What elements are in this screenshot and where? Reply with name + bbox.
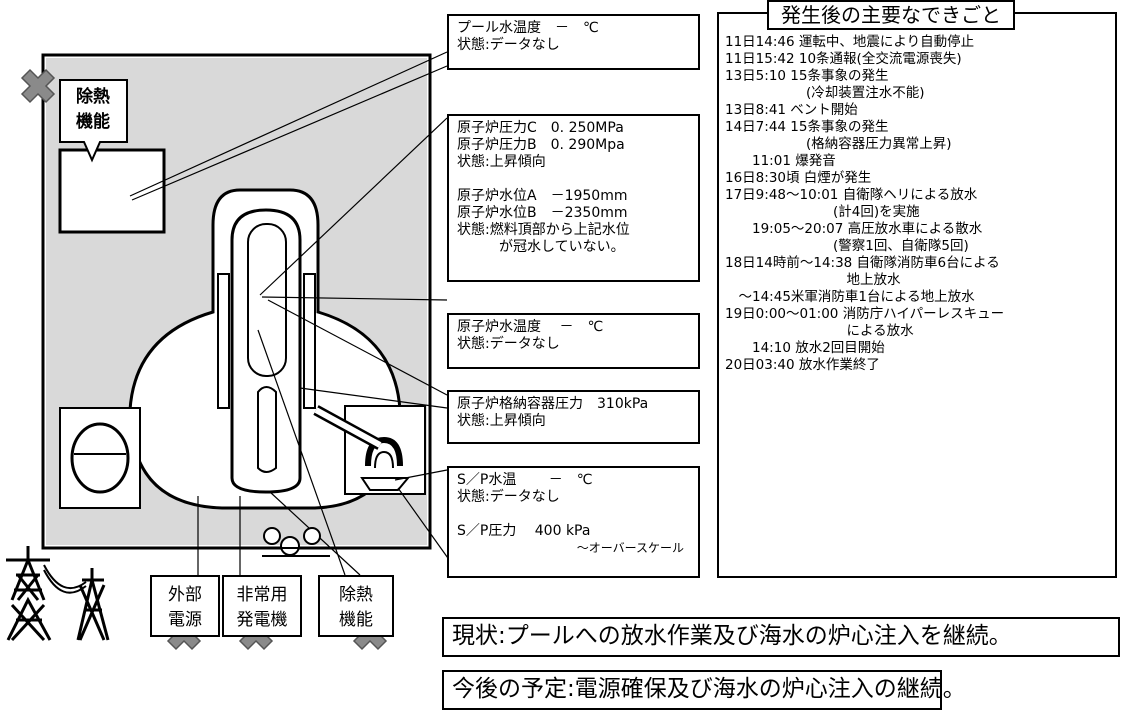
readout-line: S／P水温 － ℃ xyxy=(457,472,593,488)
heat-removal-label-top: 除熱 機能 xyxy=(76,87,110,132)
suppression-pool-readout: S／P水温 － ℃ 状態:データなし S／P圧力 400 kPa ～オーバースケ… xyxy=(447,466,700,578)
readout-line: 原子炉圧力B 0. 290Mpa xyxy=(457,137,625,153)
event-item: 13日5:10 15条事象の発生 xyxy=(725,68,889,84)
readout-line: 状態:燃料頂部から上記水位 xyxy=(457,222,630,238)
containment-pressure-readout: 原子炉格納容器圧力 310kPa 状態:上昇傾向 xyxy=(447,390,700,444)
event-item: 18日14時前～14:38 自衛隊消防車6台による xyxy=(725,255,1000,271)
event-item: ～14:45米軍消防車1台による地上放水 xyxy=(725,289,975,305)
pool-temp-readout: プール水温度 － ℃ 状態:データなし xyxy=(447,14,700,70)
event-item: (冷却装置注水不能) xyxy=(725,85,925,101)
tank-left xyxy=(70,422,130,494)
reactor-water-temp-readout: 原子炉水温度 － ℃ 状態:データなし xyxy=(447,313,700,369)
offsite-power-label: 外部 電源 xyxy=(168,585,202,630)
readout-line: 状態:データなし xyxy=(457,336,560,352)
event-item: 11:01 爆発音 xyxy=(725,153,836,169)
readout-line: プール水温度 － ℃ xyxy=(457,20,599,36)
readout-line xyxy=(457,506,690,523)
readout-line: 原子炉格納容器圧力 310kPa xyxy=(457,396,649,412)
heat-removal-label: 除熱 機能 xyxy=(339,585,373,630)
readout-line: 原子炉水位A －1950mm xyxy=(457,188,628,204)
event-item: (計4回)を実施 xyxy=(725,204,920,220)
event-item: 17日9:48～10:01 自衛隊ヘリによる放水 xyxy=(725,187,978,203)
fuel-core xyxy=(247,223,287,377)
suppression-chamber xyxy=(360,477,411,491)
events-title: 発生後の主要なできごと xyxy=(767,0,1015,30)
event-item: 14日7:44 15条事象の発生 xyxy=(725,119,889,135)
event-item: (警察1回、自衛隊5回) xyxy=(725,238,969,254)
x-mark-icon xyxy=(20,68,56,104)
event-item: 11日15:42 10条通報(全交流電源喪失) xyxy=(725,51,962,67)
readout-line: 原子炉圧力C 0. 250MPa xyxy=(457,120,624,136)
gauge-icon xyxy=(262,527,330,557)
readout-line: 状態:データなし xyxy=(457,489,560,505)
readout-line: 状態:データなし xyxy=(457,37,560,53)
emergency-generator-label: 非常用 発電機 xyxy=(236,585,288,630)
event-item: 19:05～20:07 高圧放水車による散水 xyxy=(725,221,983,237)
emergency-generator-box: 非常用 発電機 xyxy=(222,575,302,637)
readout-line: S／P圧力 400 kPa xyxy=(457,523,591,539)
event-item: 11日14:46 運転中、地震により自動停止 xyxy=(725,34,975,50)
offsite-power-box: 外部 電源 xyxy=(150,575,220,637)
readout-line: が冠水していない。 xyxy=(457,239,625,255)
current-status: 現状:プールへの放水作業及び海水の炉心注入を継続。 xyxy=(442,617,1120,657)
readout-line xyxy=(457,171,690,188)
event-item: 13日8:41 ベント開始 xyxy=(725,102,858,118)
readout-line: 原子炉水温度 － ℃ xyxy=(457,319,604,335)
event-item: (格納容器圧力異常上昇) xyxy=(725,136,952,152)
heat-removal-box: 除熱 機能 xyxy=(318,575,394,637)
reactor-pressure-readout: 原子炉圧力C 0. 250MPa 原子炉圧力B 0. 290Mpa 状態:上昇傾… xyxy=(447,114,700,282)
overscale-note: ～オーバースケール xyxy=(576,541,684,555)
readout-line: 原子炉水位B －2350mm xyxy=(457,205,628,221)
event-item: 16日8:30頃 白煙が発生 xyxy=(725,170,872,186)
readout-line: 状態:上昇傾向 xyxy=(457,154,546,170)
event-item: 14:10 放水2回目開始 xyxy=(725,340,885,356)
callout-heat-removal xyxy=(59,79,128,163)
event-item: による放水 xyxy=(725,323,914,339)
event-item: 地上放水 xyxy=(725,272,901,288)
event-item: 19日0:00～01:00 消防庁ハイパーレスキュー xyxy=(725,306,1005,322)
transmission-tower-icon xyxy=(6,546,110,642)
readout-line: 状態:上昇傾向 xyxy=(457,413,546,429)
reactor-building xyxy=(41,53,432,550)
fuel-pool xyxy=(58,148,166,234)
event-item: 20日03:40 放水作業終了 xyxy=(725,357,880,373)
future-plan: 今後の予定:電源確保及び海水の炉心注入の継続。 xyxy=(442,670,966,710)
